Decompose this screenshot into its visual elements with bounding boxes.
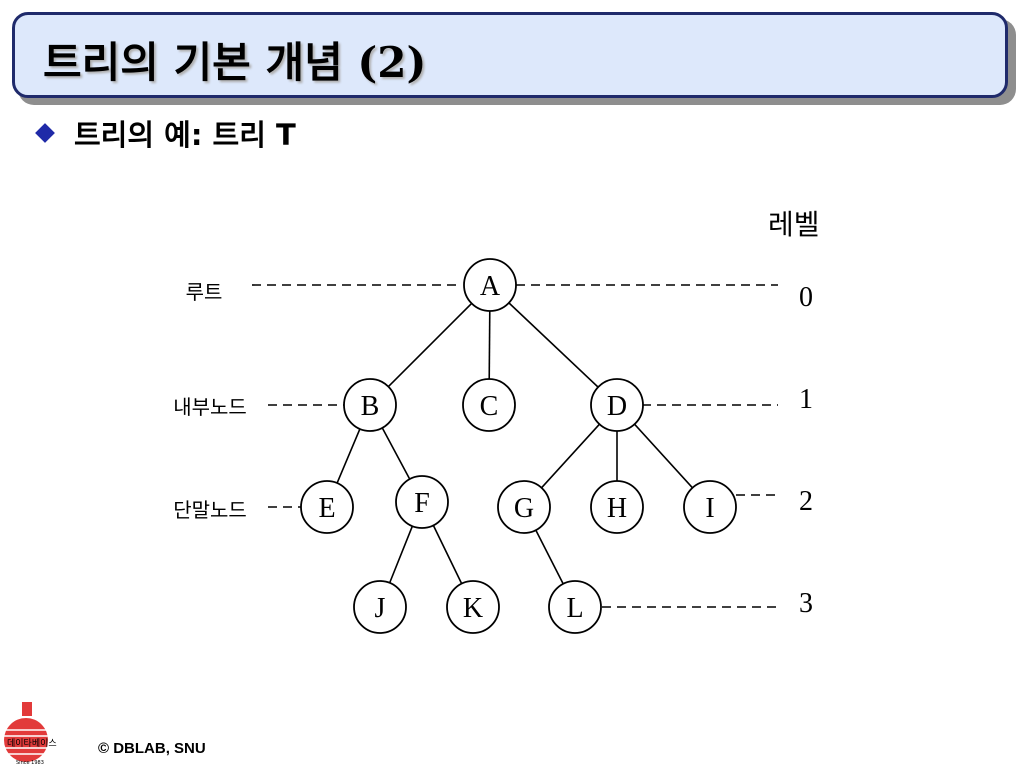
tree-node-B: B (343, 378, 397, 432)
node-label: F (414, 488, 430, 519)
tree-node-E: E (300, 480, 354, 534)
label-leaf-node: 단말노드 (173, 498, 247, 522)
level-number: 1 (799, 384, 813, 415)
node-label: L (566, 593, 583, 624)
node-label: J (375, 593, 386, 624)
node-circle (590, 378, 644, 432)
tree-diagram: A B C D E F G H I J K L 레벨 루트 내부노드 단말노드 0 1 2 3 (173, 208, 820, 634)
tree-node-F: F (395, 475, 449, 529)
tree-node-J: J (353, 580, 407, 634)
edge-A-B (387, 302, 473, 388)
node-label: H (607, 493, 627, 524)
tree-node-G: G (497, 480, 551, 534)
node-label: B (361, 391, 380, 422)
node-label: I (705, 493, 714, 524)
title-box: 트리의 기본 개념 (2) (12, 12, 1008, 98)
bullet-text: 트리의 예: 트리 T (74, 118, 296, 152)
tree-node-L: L (548, 580, 602, 634)
label-internal-node: 내부노드 (173, 395, 247, 419)
level-number: 2 (799, 486, 813, 517)
edge-D-G (540, 423, 601, 489)
node-circle (497, 480, 551, 534)
node-circle (463, 258, 517, 312)
edge-F-K (432, 525, 463, 584)
node-circle (548, 580, 602, 634)
tree-node-D: D (590, 378, 644, 432)
node-label: C (480, 391, 499, 422)
svg-text:데이타베이스: 데이타베이스 (7, 738, 57, 749)
edge-B-E (336, 428, 361, 484)
node-label: K (463, 593, 483, 624)
edge-B-F (381, 427, 411, 480)
node-circle (462, 378, 516, 432)
node-circle (300, 480, 354, 534)
edge-A-D (508, 302, 599, 388)
node-label: D (607, 391, 627, 422)
node-circle (395, 475, 449, 529)
edge-F-J (388, 525, 414, 584)
slide-title: 트리의 기본 개념 (2) (43, 38, 427, 87)
tree-node-H: H (590, 480, 644, 534)
tree-node-C: C (462, 378, 516, 432)
edge-A-C (488, 310, 491, 380)
level-header: 레벨 (768, 208, 820, 241)
tree-node-K: K (446, 580, 500, 634)
tree-node-A: A (463, 258, 517, 312)
level-number: 3 (799, 588, 813, 619)
edge-G-L (535, 529, 564, 585)
node-circle (353, 580, 407, 634)
svg-text:Since 1983: Since 1983 (16, 760, 44, 766)
dblab-logo: 데이타베이스 Since 1983 (4, 702, 57, 766)
node-label: E (318, 493, 335, 524)
copyright-text: © DBLAB, SNU (98, 740, 206, 757)
tree-node-I: I (683, 480, 737, 534)
node-circle (683, 480, 737, 534)
node-label: A (480, 271, 501, 302)
node-circle (446, 580, 500, 634)
node-circle (343, 378, 397, 432)
node-circle (590, 480, 644, 534)
edge-D-I (633, 423, 694, 489)
node-label: G (514, 493, 534, 524)
label-root: 루트 (186, 280, 223, 304)
level-number: 0 (799, 282, 813, 313)
